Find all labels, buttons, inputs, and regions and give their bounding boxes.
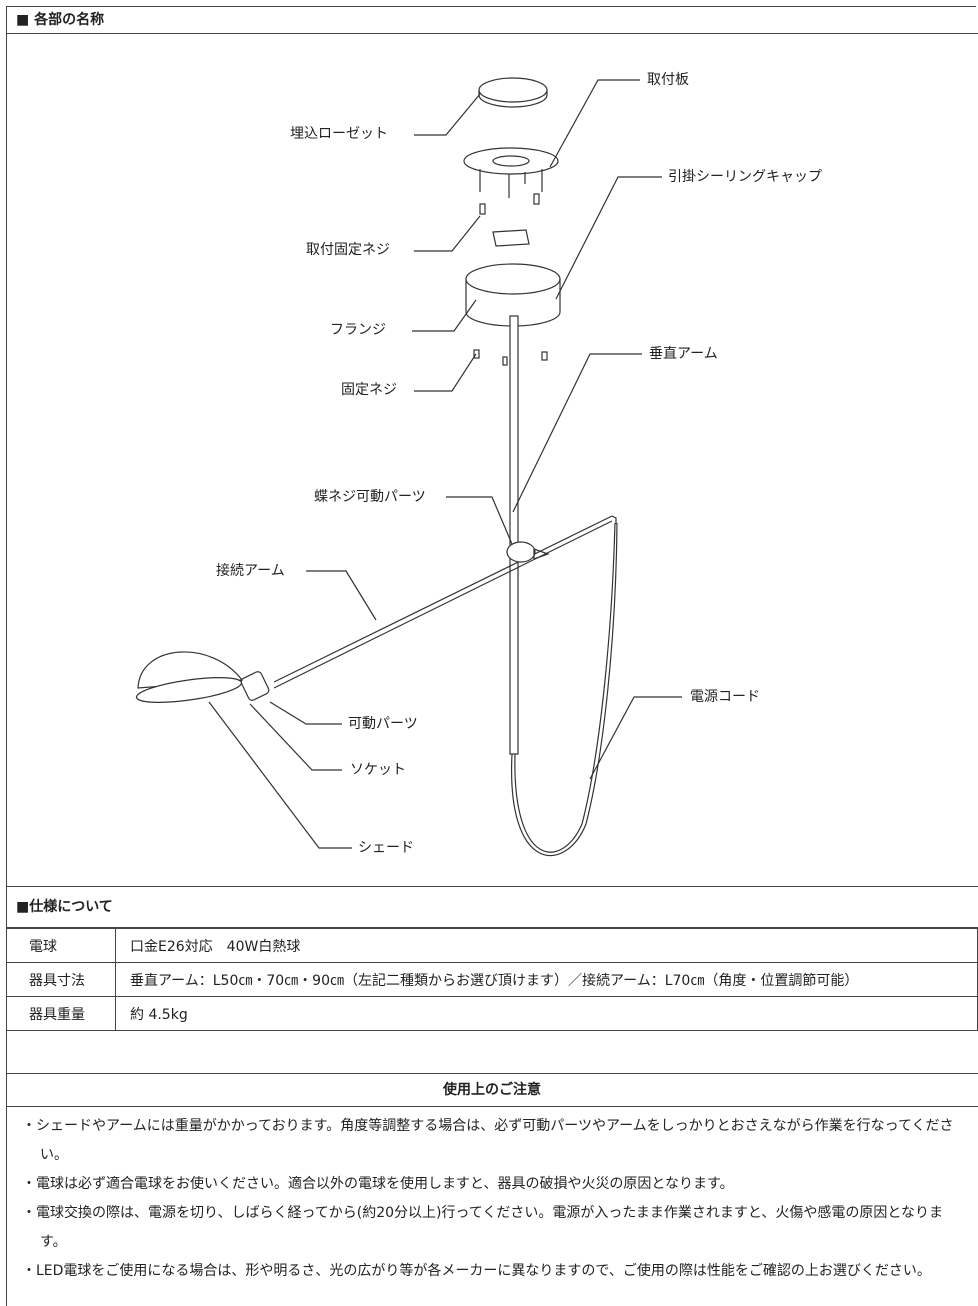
label-butterfly-part: 蝶ネジ可動パーツ <box>314 489 426 505</box>
label-socket: ソケット <box>350 762 406 778</box>
notice-item: ・電球交換の際は、電源を切り、しばらく経ってから(約20分以上)行ってください。… <box>22 1205 943 1250</box>
parts-section-title: ■ 各部の名称 <box>6 6 978 34</box>
label-connect-arm: 接続アーム <box>216 563 285 579</box>
butterfly-shape <box>506 541 536 563</box>
spec-row: 器具寸法 垂直アーム：L50㎝・70㎝・90㎝（左記二種類からお選び頂けます）／… <box>6 962 978 997</box>
label-movable-part: 可動パーツ <box>348 716 418 732</box>
spec-value: 口金E26対応 40W白熱球 <box>115 928 978 963</box>
label-mount-screw: 取付固定ネジ <box>306 242 390 258</box>
socket-shape <box>240 671 270 701</box>
label-fix-screw: 固定ネジ <box>341 382 397 398</box>
spec-table: 電球 口金E26対応 40W白熱球 器具寸法 垂直アーム：L50㎝・70㎝・90… <box>6 928 978 1031</box>
lamp-exploded-drawing <box>135 77 682 857</box>
mount-screw-shape <box>479 203 486 215</box>
spec-key: 器具重量 <box>6 996 116 1031</box>
parts-diagram: 埋込ローゼット 取付板 引掛シーリングキャップ 取付固定ネジ フランジ 固定ネジ… <box>6 34 978 886</box>
label-rosette: 埋込ローゼット <box>290 126 388 142</box>
vertical-arm-shape <box>509 315 519 755</box>
spec-key: 器具寸法 <box>6 962 116 997</box>
rosette-shape <box>478 77 548 103</box>
spec-value: 垂直アーム：L50㎝・70㎝・90㎝（左記二種類からお選び頂けます）／接続アーム… <box>115 962 978 997</box>
label-cap: 引掛シーリングキャップ <box>668 169 822 185</box>
cap-shape <box>492 229 530 247</box>
spec-row: 器具重量 約 4.5kg <box>6 996 978 1031</box>
notice-list: ・シェードやアームには重量がかかっております。角度等調整する場合は、必ず可動パー… <box>22 1112 962 1286</box>
notice-item: ・シェードやアームには重量がかかっております。角度等調整する場合は、必ず可動パー… <box>22 1118 954 1163</box>
spec-row: 電球 口金E26対応 40W白熱球 <box>6 928 978 963</box>
notice-item: ・LED電球をご使用になる場合は、形や明るさ、光の広がり等が各メーカーに異なりま… <box>22 1263 931 1279</box>
fix-screw-shape <box>473 349 480 359</box>
flange-shape <box>465 263 561 295</box>
label-power-cord: 電源コード <box>690 689 760 705</box>
spec-section-title: ■仕様について <box>6 886 978 928</box>
label-shade: シェード <box>358 840 414 856</box>
mount-plate-shape <box>463 147 559 175</box>
label-mount-plate: 取付板 <box>647 72 689 88</box>
notice-item: ・電球は必ず適合電球をお使いください。適合以外の電球を使用しますと、器具の破損や… <box>22 1176 734 1192</box>
power-cord-shape <box>511 522 618 857</box>
connect-arm-shape <box>273 515 613 683</box>
label-flange: フランジ <box>330 322 386 338</box>
notice-title: 使用上のご注意 <box>6 1073 978 1107</box>
sheet-border <box>6 6 976 1306</box>
label-vertical-arm: 垂直アーム <box>649 346 718 362</box>
spec-value: 約 4.5kg <box>115 996 978 1031</box>
spec-key: 電球 <box>6 928 116 963</box>
